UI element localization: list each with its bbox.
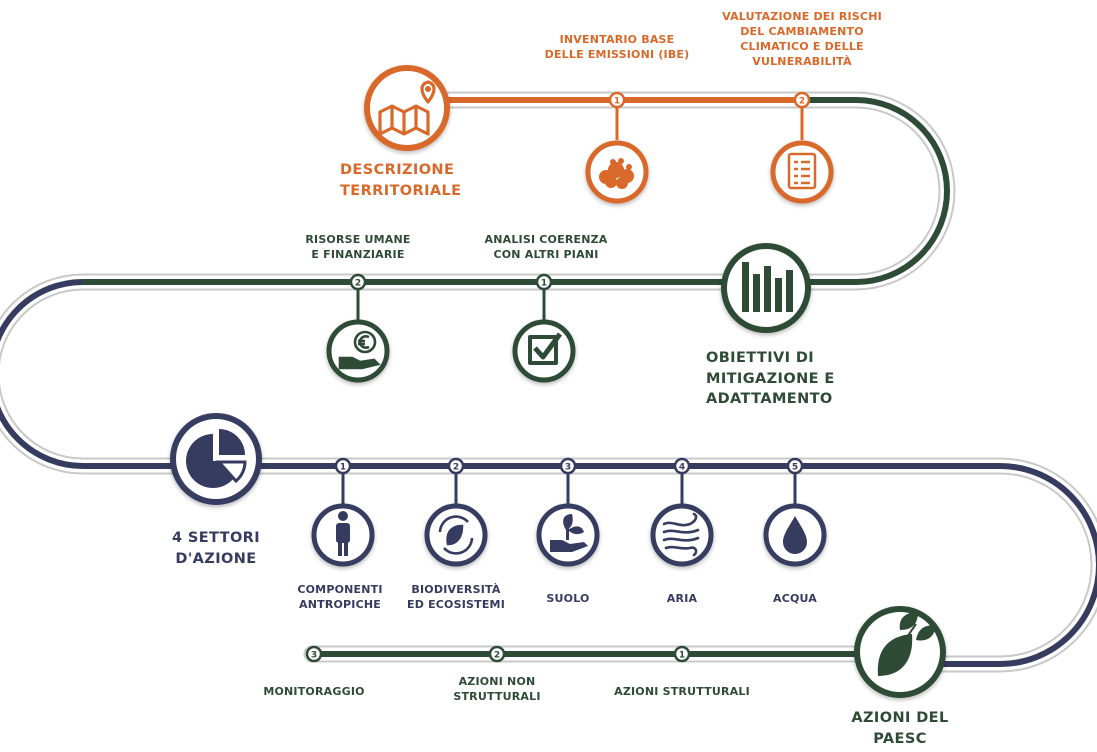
step-label-line: ANALISI COERENZA [484, 233, 608, 246]
step-number: 1 [541, 279, 547, 289]
step-label-plan-coherence: ANALISI COERENZA CON ALTRI PIANI [485, 233, 608, 263]
leaves-icon [877, 612, 936, 676]
step-label-line: E FINANZIARIE [311, 247, 405, 261]
track-navy [0, 273, 1097, 673]
step-number: 3 [311, 651, 317, 661]
stage-title-line: DESCRIZIONE [340, 162, 455, 178]
step-number: 1 [340, 463, 346, 473]
stage-title-line: D'AZIONE [175, 550, 257, 567]
emissions-cloud-icon [599, 158, 634, 189]
coherence-icon-circle [512, 319, 576, 383]
checklist-document-icon [787, 152, 817, 190]
step-label-line: MONITORAGGIO [263, 685, 365, 698]
checkbox-icon [528, 332, 563, 365]
step-node-sectors-4: 4 [673, 457, 691, 475]
step-node-territorial-1: 1 [608, 91, 626, 109]
stage-title-line: PAESC [873, 730, 927, 747]
wind-icon [662, 512, 700, 557]
pie-chart-icon [186, 429, 247, 488]
leaf-cycle-icon [438, 515, 474, 555]
step-label-line: COMPONENTI [297, 583, 383, 596]
step-label-climate-risk: VALUTAZIONE DEI RISCHI DEL CAMBIAMENTO C… [722, 10, 882, 69]
step-label-line: AZIONI NON [458, 675, 536, 688]
step-nodes: 1 2 1 2 1 2 3 4 5 1 2 3 [305, 91, 811, 663]
step-node-actions-2: 2 [488, 645, 506, 663]
water-drop-icon [783, 516, 807, 554]
step-label-line: ACQUA [772, 592, 818, 605]
step-label-line: RISORSE UMANE [305, 233, 411, 246]
step-label-line: STRUTTURALI [453, 689, 541, 703]
resources-icon-circle [326, 319, 390, 383]
step-node-sectors-2: 2 [447, 457, 465, 475]
step-label-line: INVENTARIO BASE [559, 33, 675, 46]
step-label-line: SUOLO [546, 592, 590, 605]
step-label-line: BIODIVERSITÀ [411, 583, 501, 596]
step-node-sectors-3: 3 [559, 457, 577, 475]
step-label-line: CON ALTRI PIANI [493, 247, 599, 261]
step-label-line: ARIA [666, 592, 698, 605]
step-number: 1 [679, 651, 685, 661]
step-number: 2 [453, 463, 459, 473]
risk-icon-circle [770, 140, 834, 204]
step-label-biodiversity: BIODIVERSITÀ ED ECOSISTEMI [407, 583, 505, 613]
step-label-air: ARIA [667, 592, 697, 607]
air-icon-circle [650, 503, 714, 567]
stage-title-sectors: 4 SETTORI D'AZIONE [172, 528, 260, 569]
step-label-line: CLIMATICO E DELLE [740, 39, 864, 53]
step-label-structural-actions: AZIONI STRUTTURALI [614, 685, 750, 700]
step-label-soil: SUOLO [546, 592, 589, 607]
stage-title-line: TERRITORIALE [340, 182, 462, 199]
step-node-objectives-1: 1 [535, 273, 553, 291]
step-number: 1 [614, 97, 620, 107]
step-node-objectives-2: 2 [349, 273, 367, 291]
step-label-line: VALUTAZIONE DEI RISCHI [722, 10, 882, 23]
step-node-actions-3: 3 [305, 645, 323, 663]
sprout-hand-icon [550, 514, 588, 552]
person-icon [336, 511, 350, 556]
step-node-territorial-2: 2 [793, 91, 811, 109]
stage-title-line: MITIGAZIONE E [706, 370, 835, 387]
step-label-monitoring: MONITORAGGIO [263, 685, 364, 700]
step-label-line: DEL CAMBIAMENTO [740, 24, 864, 38]
step-node-actions-1: 1 [673, 645, 691, 663]
stage-title-line: OBIETTIVI DI [706, 350, 815, 366]
step-label-line: DELLE EMISSIONI (IBE) [544, 47, 690, 61]
stage-title-line: ADATTAMENTO [706, 391, 833, 408]
stage-title-line: 4 SETTORI [171, 530, 261, 546]
step-node-sectors-5: 5 [786, 457, 804, 475]
step-number: 2 [494, 651, 500, 661]
hand-euro-icon [338, 330, 381, 370]
step-label-line: ED ECOSISTEMI [406, 597, 506, 611]
step-label-nonstructural-actions: AZIONI NON STRUTTURALI [453, 675, 540, 705]
step-number: 3 [565, 463, 571, 473]
stage-circle-territorial [364, 65, 450, 151]
step-number: 2 [799, 97, 805, 107]
step-label-anthropic: COMPONENTI ANTROPICHE [297, 583, 382, 613]
stage-title-objectives: OBIETTIVI DI MITIGAZIONE E ADATTAMENTO [706, 348, 835, 410]
step-number: 5 [792, 463, 798, 473]
step-number: 4 [679, 463, 685, 473]
step-node-sectors-1: 1 [334, 457, 352, 475]
step-label-emissions-inventory: INVENTARIO BASE DELLE EMISSIONI (IBE) [545, 33, 690, 63]
bar-chart-icon [742, 262, 793, 312]
step-label-line: VULNERABILITÀ [752, 54, 852, 68]
stage-title-territorial: DESCRIZIONE TERRITORIALE [340, 160, 461, 201]
step-label-line: AZIONI STRUTTURALI [614, 685, 750, 698]
step-label-resources: RISORSE UMANE E FINANZIARIE [305, 233, 410, 263]
step-number: 2 [355, 279, 361, 289]
map-pin-icon [378, 80, 436, 136]
stage-title-line: AZIONI DEL [851, 710, 949, 726]
stage-title-actions: AZIONI DEL PAESC [851, 708, 948, 749]
step-label-water: ACQUA [773, 592, 817, 607]
step-label-line: ANTROPICHE [299, 597, 381, 611]
stage-circle-sectors [170, 413, 262, 505]
track-green [83, 91, 956, 291]
